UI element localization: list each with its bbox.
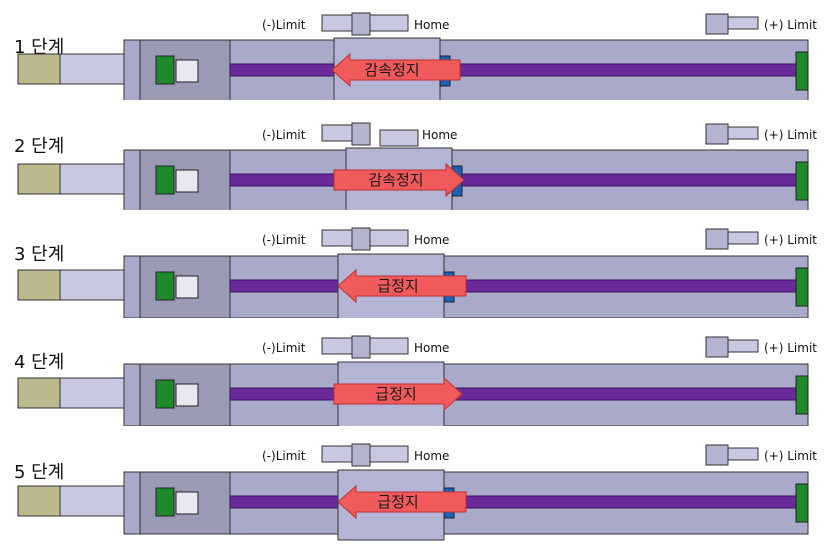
pos-limit-label: (+) Limit (764, 341, 817, 355)
end-cap (795, 375, 809, 415)
stage-label: 5 단계 (14, 462, 65, 483)
stage-3: 3 단계 (-)Limit Home (+) Limit 급정지 (0, 218, 827, 318)
pos-limit-sensor (705, 444, 759, 466)
motor-shaft (17, 485, 61, 517)
end-cap (795, 483, 809, 523)
motor-shaft (17, 377, 61, 409)
actuator-diagram: 급정지 (17, 227, 809, 318)
neg-limit-label: (-)Limit (262, 18, 306, 32)
pos-limit-label: (+) Limit (764, 449, 817, 463)
neg-limit-label: (-)Limit (262, 128, 306, 142)
home-label: Home (414, 449, 450, 463)
stage-4: 4 단계 (-)Limit Home (+) Limit 급정지 (0, 326, 827, 426)
neg-limit-sensor (321, 443, 371, 467)
actuator-diagram: 급정지 (17, 335, 809, 426)
home-label: Home (414, 233, 450, 247)
stage-2: 2 단계 (-)Limit Home (+) Limit 감속정지 (0, 110, 827, 210)
home-sensor (369, 14, 409, 32)
pos-limit-sensor (705, 228, 759, 250)
home-label: Home (414, 18, 450, 32)
direction-arrow (333, 162, 465, 198)
motor-coupler (59, 269, 125, 301)
stage-label: 1 단계 (14, 37, 65, 58)
arrow-label: 감속정지 (364, 61, 419, 79)
neg-limit-sensor (321, 122, 371, 146)
pos-limit-label: (+) Limit (764, 233, 817, 247)
ball-screw (229, 279, 797, 293)
arrow-label: 급정지 (375, 385, 416, 403)
stage-5: 5 단계 (-)Limit Home (+) Limit 급정지 (0, 434, 827, 541)
neg-limit-label: (-)Limit (262, 449, 306, 463)
motor-coupler (59, 163, 125, 195)
actuator-diagram: 감속정지 (17, 122, 809, 210)
neg-limit-sensor (321, 227, 371, 251)
direction-arrow (337, 484, 467, 520)
motor-coupler (59, 377, 125, 409)
pos-limit-sensor (705, 336, 759, 358)
pos-limit-label: (+) Limit (764, 18, 817, 32)
ball-screw (229, 495, 797, 509)
motor-shaft (17, 163, 61, 195)
home-label: Home (422, 128, 458, 142)
end-cap (795, 51, 809, 91)
home-sensor (369, 229, 409, 247)
direction-arrow (331, 52, 461, 88)
pos-limit-sensor (705, 123, 759, 145)
actuator-diagram: 감속정지 (17, 12, 809, 100)
actuator-diagram: 급정지 (17, 443, 809, 541)
ball-screw (229, 63, 797, 77)
home-sensor (379, 129, 419, 147)
neg-limit-label: (-)Limit (262, 341, 306, 355)
motor-coupler (59, 485, 125, 517)
stage-label: 3 단계 (14, 244, 65, 265)
ball-screw (229, 387, 797, 401)
arrow-label: 급정지 (377, 277, 418, 295)
arrow-label: 감속정지 (368, 171, 423, 189)
motor-shaft (17, 53, 61, 85)
home-sensor (369, 445, 409, 463)
neg-limit-label: (-)Limit (262, 233, 306, 247)
end-cap (795, 267, 809, 307)
neg-limit-sensor (321, 12, 371, 36)
home-sensor (369, 337, 409, 355)
stage-label: 2 단계 (14, 136, 65, 157)
home-label: Home (414, 341, 450, 355)
motor-shaft (17, 269, 61, 301)
ball-screw (229, 173, 797, 187)
pos-limit-sensor (705, 13, 759, 35)
motor-coupler (59, 53, 125, 85)
neg-limit-sensor (321, 335, 371, 359)
stage-label: 4 단계 (14, 352, 65, 373)
direction-arrow (333, 376, 463, 412)
end-cap (795, 161, 809, 201)
stage-1: 1 단계 (-)Limit Home (+) Limit 감속정 (0, 0, 827, 100)
arrow-label: 급정지 (377, 493, 418, 511)
pos-limit-label: (+) Limit (764, 128, 817, 142)
direction-arrow (337, 268, 467, 304)
